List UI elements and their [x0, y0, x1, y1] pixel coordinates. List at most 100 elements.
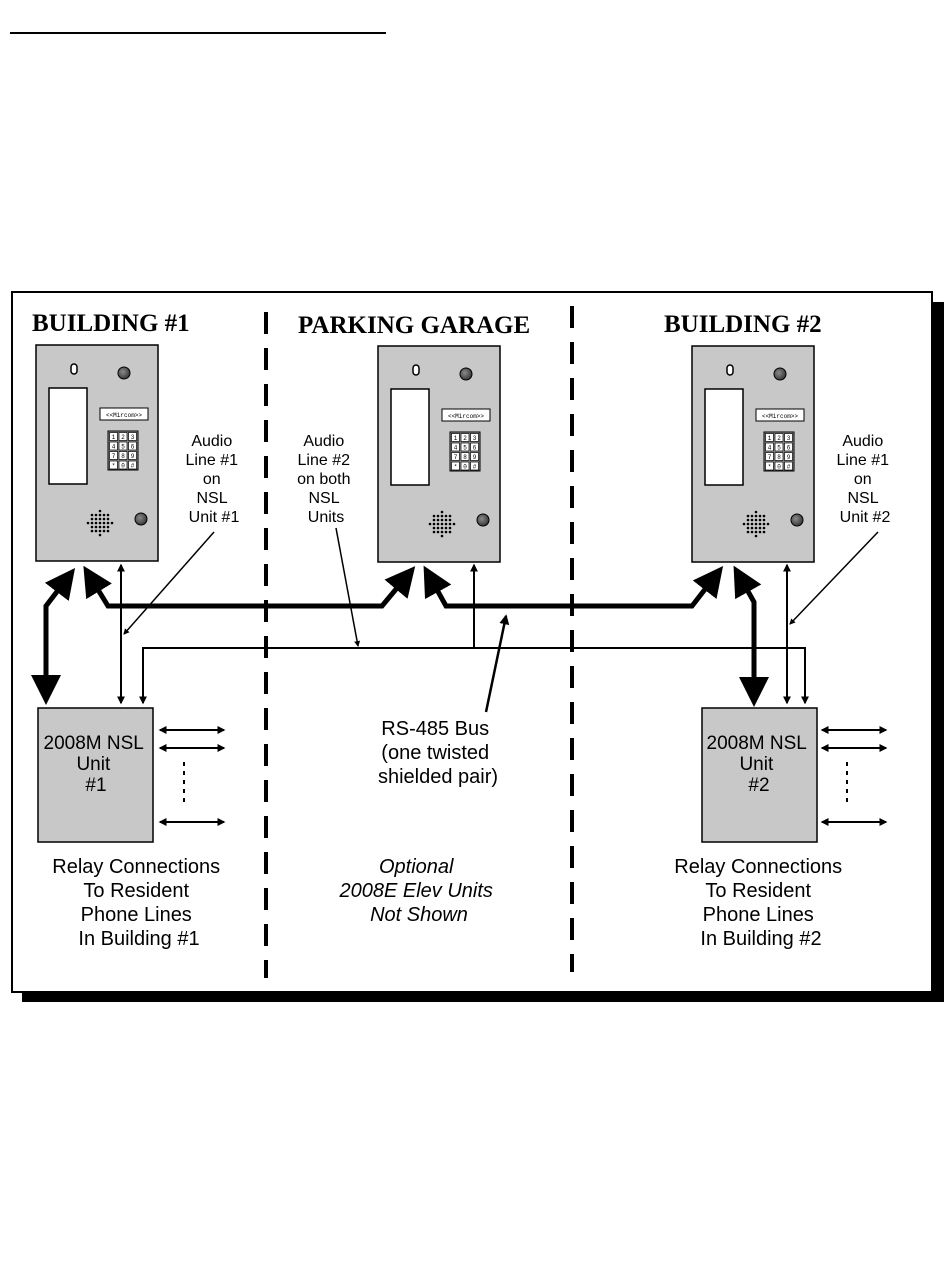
brand-label: <<Mircom>>: [762, 413, 798, 420]
call-button-icon: [476, 513, 490, 527]
keypad-key: [128, 441, 137, 451]
keypad-key: [765, 442, 774, 452]
keypad-key: [765, 452, 774, 461]
indicator-button-icon: [773, 367, 787, 381]
keypad-key-label: 4: [454, 445, 458, 452]
keypad-key: [118, 460, 128, 470]
keypad-key-label: 7: [112, 453, 116, 460]
keypad-key: [128, 432, 137, 441]
relay-arrows: [158, 726, 888, 826]
keyhole-icon: [70, 363, 78, 375]
keypad-key: [765, 433, 774, 442]
speaker-grille-icon: [742, 510, 770, 538]
annotation-leaders: [123, 527, 879, 713]
nsl-unit-2-box: [701, 707, 818, 843]
keypad-key-label: 9: [787, 454, 791, 461]
brand-label: <<Mircom>>: [106, 412, 142, 419]
keypad-key: [451, 442, 460, 452]
keypad-key: [109, 441, 118, 451]
keypad-key: [118, 432, 128, 441]
annotation-audio-line2: Audio Line #2 on both NSL Units: [297, 433, 355, 526]
keypad-key-label: 6: [131, 444, 135, 451]
keypad-key-label: 4: [112, 444, 116, 451]
keypad-key: [118, 441, 128, 451]
audio-lines: [117, 563, 809, 705]
keyhole-icon: [726, 364, 734, 376]
keypad-key-label: 5: [121, 444, 125, 451]
keypad-key-label: 1: [454, 435, 458, 442]
keypad-key: [784, 452, 793, 461]
section-title-building2: BUILDING #2: [664, 311, 822, 338]
call-button-icon: [790, 513, 804, 527]
keypad-key-label: 8: [463, 454, 467, 461]
keypad-key: [470, 442, 479, 452]
keypad-key: [128, 460, 137, 470]
keypad-key-label: *: [112, 463, 116, 470]
keypad-key: [451, 461, 460, 471]
keypad-key: [109, 460, 118, 470]
keypad-key-label: *: [454, 464, 458, 471]
keypad-key-label: 9: [131, 453, 135, 460]
keypad-key: [784, 433, 793, 442]
keypad-key-label: #: [473, 464, 477, 471]
directory-window: [390, 388, 430, 486]
keypad-key: [109, 432, 118, 441]
keypad-key-label: 5: [777, 445, 781, 452]
keypad-key: [784, 442, 793, 452]
brand-display: [441, 408, 491, 422]
call-button-icon: [134, 512, 148, 526]
speaker-grille-icon: [428, 510, 456, 538]
caption-relay-building2: Relay Connections To Resident Phone Line…: [674, 856, 847, 950]
keypad-key: [774, 442, 784, 452]
keypad-key-label: 4: [768, 445, 772, 452]
keypad-key: [774, 461, 784, 471]
caption-relay-building1: Relay Connections To Resident Phone Line…: [52, 856, 225, 950]
keypad-key-label: 2: [777, 435, 781, 442]
keypad-key-label: 2: [463, 435, 467, 442]
section-title-building1: BUILDING #1: [32, 310, 190, 337]
keypad-key-label: 8: [777, 454, 781, 461]
keypad-key-label: 7: [768, 454, 772, 461]
keypad-key: [784, 461, 793, 471]
indicator-button-icon: [459, 367, 473, 381]
keypad-key-label: 0: [121, 463, 125, 470]
brand-display: [99, 407, 149, 421]
keypad-key: [451, 452, 460, 461]
keypad-key: [118, 451, 128, 460]
keypad-key: [460, 452, 470, 461]
keypad-key-label: 3: [473, 435, 477, 442]
keypad-key: [470, 461, 479, 471]
brand-display: [755, 408, 805, 422]
keypad-key-label: #: [131, 463, 135, 470]
rs485-bus-lines: [31, 565, 769, 707]
directory-window: [48, 387, 88, 485]
keypad-key-label: 1: [768, 435, 772, 442]
annotation-audio-line1-b1: Audio Line #1 on NSL Unit #1: [186, 433, 243, 526]
keypad-key-label: *: [768, 464, 772, 471]
nsl-unit-1-label: 2008M NSL Unit #1: [44, 733, 149, 796]
brand-label: <<Mircom>>: [448, 413, 484, 420]
keypad-key-label: 9: [473, 454, 477, 461]
keypad-key: [128, 451, 137, 460]
indicator-button-icon: [117, 366, 131, 380]
keypad-key-label: 0: [463, 464, 467, 471]
nsl-unit-2-label: 2008M NSL Unit #2: [707, 733, 812, 796]
annotation-audio-line1-b2: Audio Line #1 on NSL Unit #2: [837, 433, 894, 526]
keypad-key-label: 3: [787, 435, 791, 442]
keypad-key: [109, 451, 118, 460]
speaker-grille-icon: [86, 509, 114, 537]
keypad-key-label: 7: [454, 454, 458, 461]
keyhole-icon: [412, 364, 420, 376]
keypad-key-label: 1: [112, 434, 116, 441]
keypad-key-label: 8: [121, 453, 125, 460]
keypad-key-label: 6: [473, 445, 477, 452]
keypad-key: [460, 461, 470, 471]
annotation-rs485-bus: RS-485 Bus (one twisted shielded pair): [378, 718, 498, 788]
